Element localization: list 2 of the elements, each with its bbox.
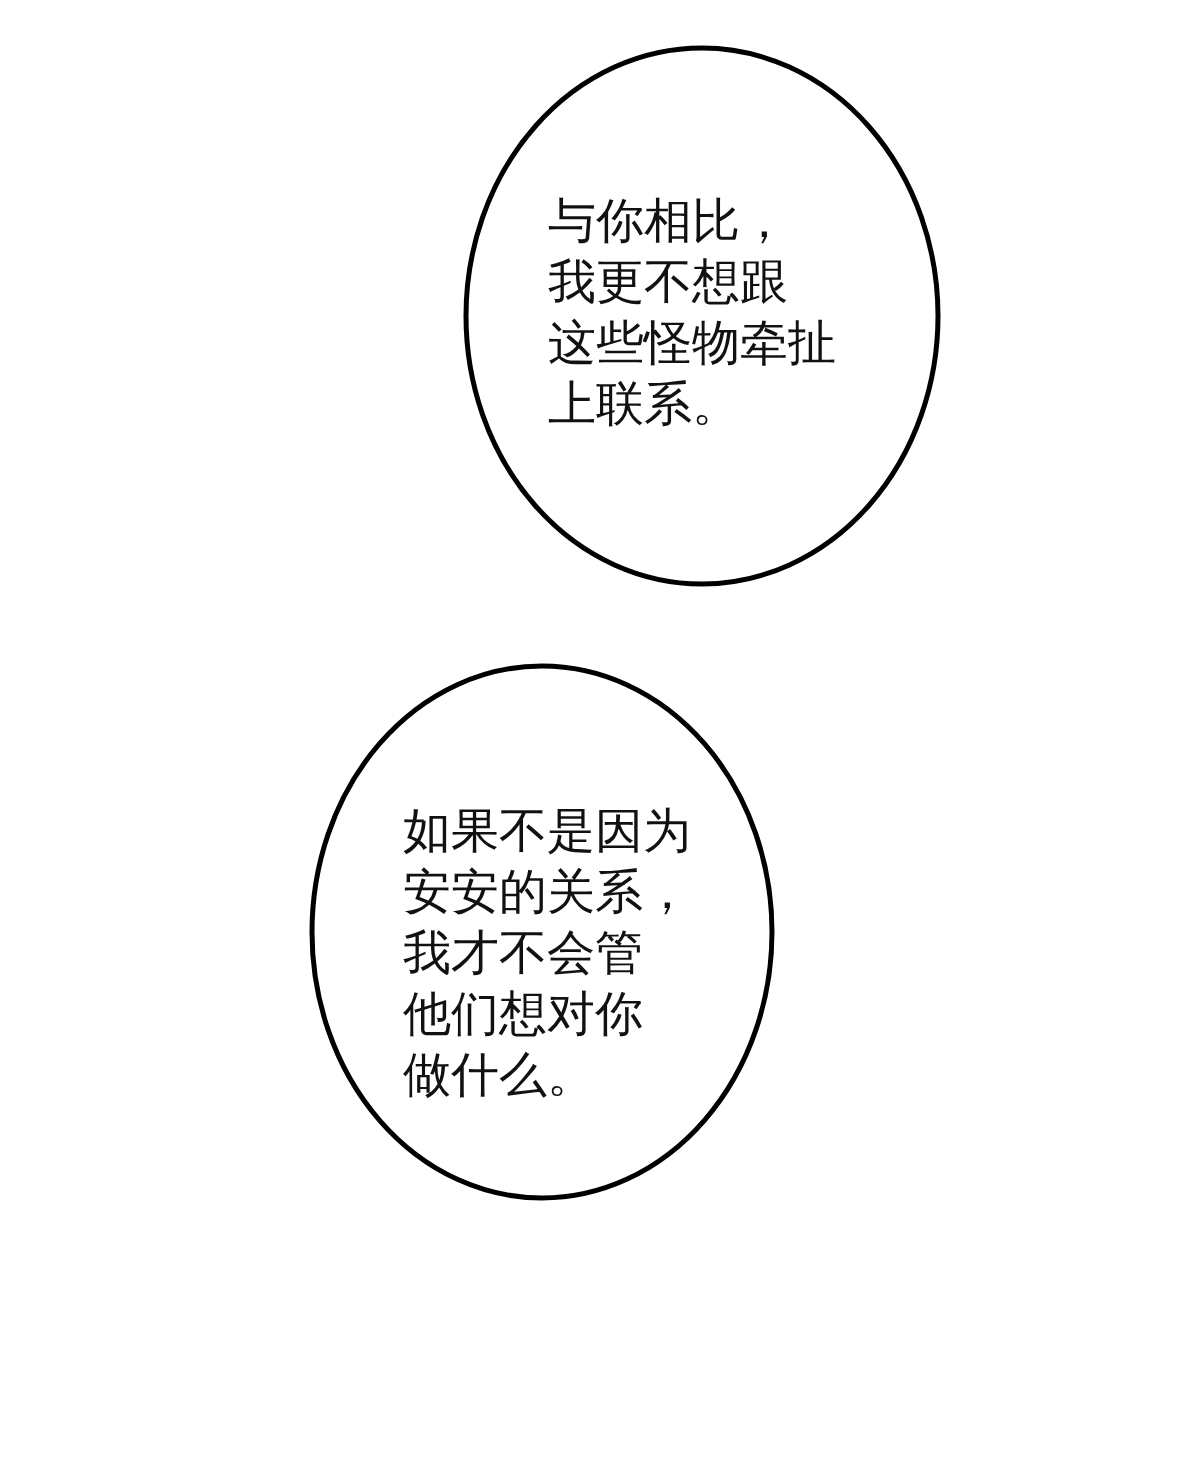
speech-text: 如果不是因为安安的关系，我才不会管他们想对你做什么。 [403, 801, 691, 1104]
speech-text: 与你相比，我更不想跟这些怪物牵扯上联系。 [548, 191, 836, 433]
